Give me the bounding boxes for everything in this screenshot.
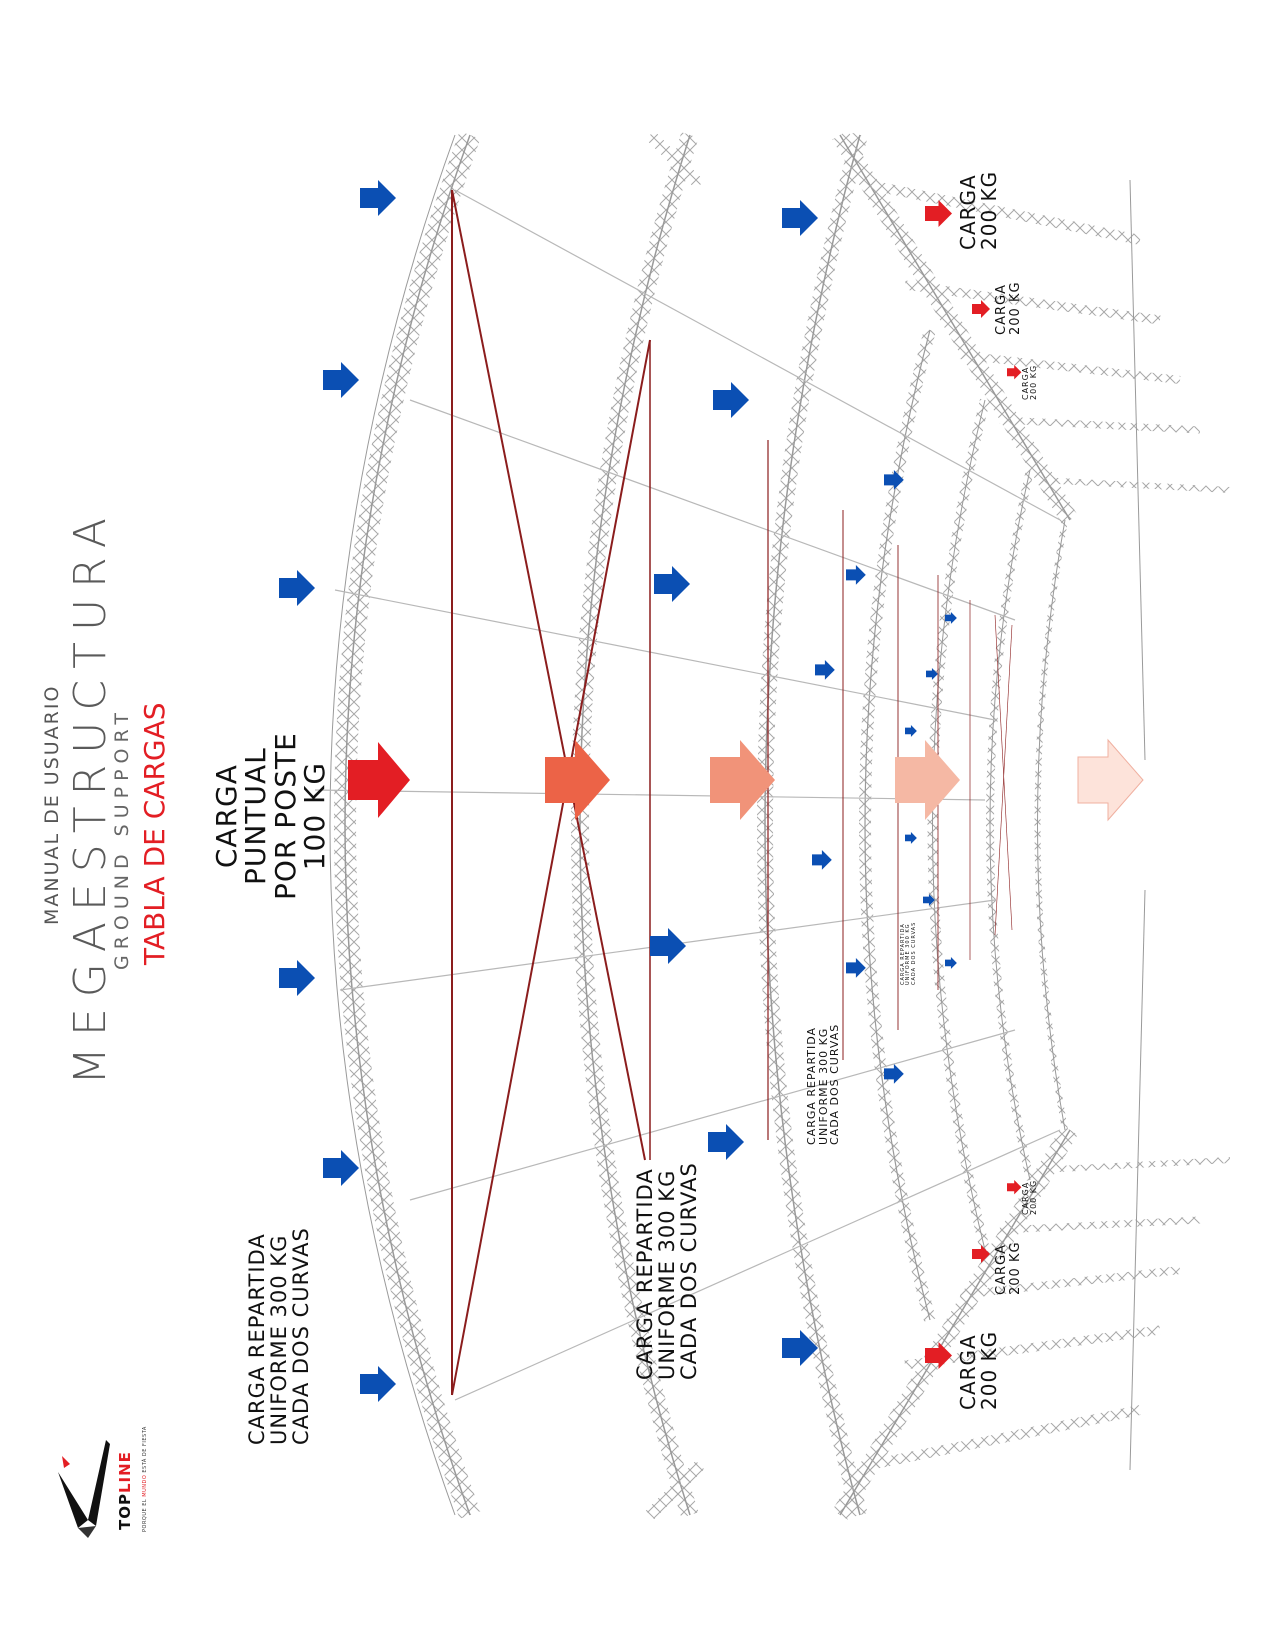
truss-arc-3 [757,132,868,1518]
radial-spokes [314,189,1061,1401]
arrow-right-icon [972,1245,990,1263]
section-title: TABLA DE CARGAS [138,702,171,965]
side-towers [645,130,1231,1520]
arrow-right-icon [923,894,935,906]
arrow-right-icon [884,470,904,490]
big-arrow-right-icon [1077,738,1144,822]
point-load-arrows [348,738,1144,822]
arrow-right-icon [279,570,315,606]
arrow-right-icon [815,660,835,680]
point-load-label: CARGA PUNTUAL POR POSTE 100 KG [210,732,332,900]
arrow-right-icon [945,612,957,624]
manual-label: MANUAL DE USUARIO [41,684,63,925]
topline-logo-icon [58,1440,110,1538]
truss-arc-5 [927,398,990,1252]
arrow-right-icon [1007,1180,1022,1195]
truss-arcs [329,131,1068,1519]
arrow-right-icon [925,200,952,227]
arrow-right-icon [846,958,866,978]
arrow-right-icon [905,725,917,737]
arrow-right-icon [782,200,818,236]
arrow-right-icon [782,1330,818,1366]
arrow-right-icon [972,300,990,318]
red-cables [451,189,1013,1396]
blue-load-arrows [279,180,957,1402]
arrow-right-icon [812,850,832,870]
arrow-right-icon [846,565,866,585]
distributed-load-label: CARGA REPARTIDA UNIFORME 300 KG CADA DOS… [633,1162,702,1380]
red-load-arrows [925,200,1022,1369]
distributed-load-label: CARGA REPARTIDA UNIFORME 300 KG CADA DOS… [805,1023,842,1145]
arrow-right-icon [650,928,686,964]
big-arrow-right-icon [545,740,610,820]
arrow-right-icon [926,668,938,680]
brand-name: TOPLINE [116,1451,134,1530]
arrow-right-icon [945,957,957,969]
arrow-right-icon [925,1342,952,1369]
arrow-right-icon [1007,365,1022,380]
arrow-right-icon [360,180,396,216]
arrow-right-icon [713,382,749,418]
big-arrow-right-icon [348,742,410,818]
distributed-load-label: CARGA REPARTIDA UNIFORME 300 KG CADA DOS… [245,1227,314,1445]
arrow-right-icon [654,566,690,602]
page-subtitle: GROUND SUPPORT [111,707,133,970]
arrow-right-icon [323,1150,359,1186]
brand-tagline: PORQUE EL MUNDO ESTÁ DE FIESTA [142,1426,148,1532]
arrow-right-icon [360,1366,396,1402]
big-arrow-right-icon [895,740,960,820]
arrow-right-icon [708,1124,744,1160]
big-arrow-right-icon [710,740,775,820]
arrow-right-icon [323,362,359,398]
arrow-right-icon [279,960,315,996]
page-title: MEGAESTRUCTURA [65,506,116,1085]
distributed-load-label: CARGA REPARTIDA UNIFORME 300 KG CADA DOS… [900,921,917,985]
arrow-right-icon [905,832,917,844]
